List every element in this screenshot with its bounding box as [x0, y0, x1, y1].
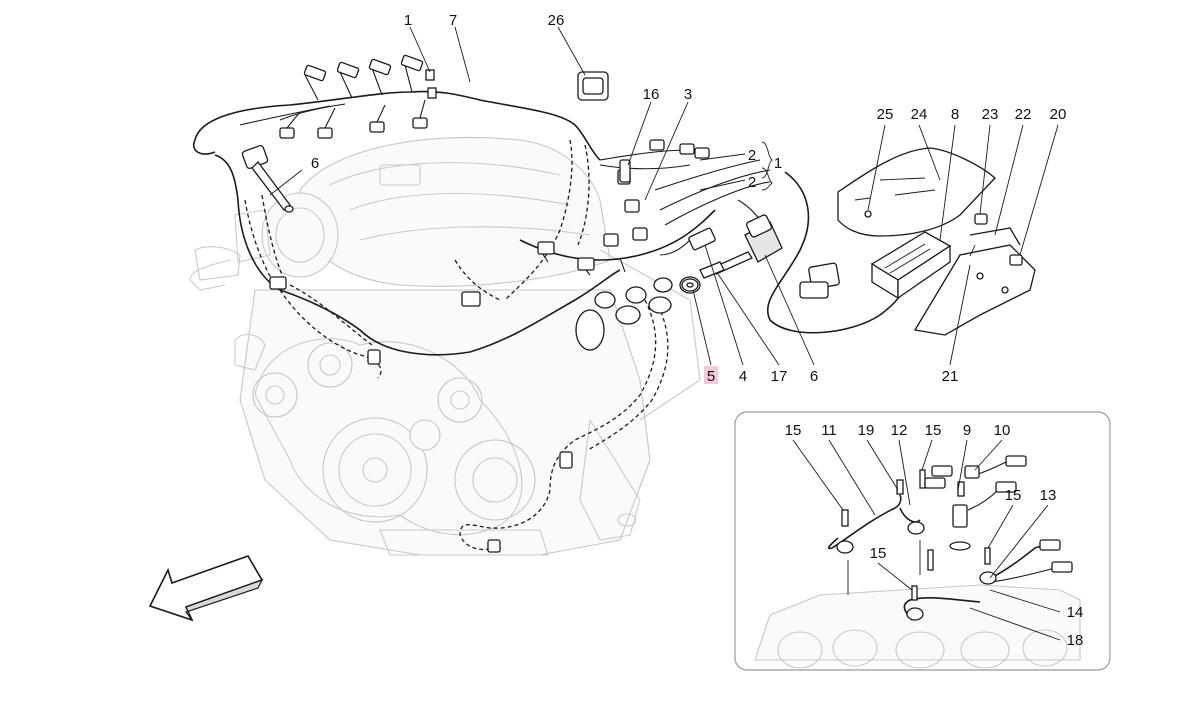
callout-16: 16 [643, 86, 660, 103]
callout-24: 24 [911, 106, 928, 123]
callout-22: 22 [1015, 106, 1032, 123]
inset-callout-19: 19 [858, 422, 875, 439]
callout-6-left: 6 [311, 155, 319, 172]
callout-6-right: 6 [810, 368, 818, 385]
inset-callout-11: 11 [821, 422, 837, 439]
callout-7: 7 [449, 12, 457, 29]
leader-lines [269, 26, 1059, 366]
front-direction-arrow-icon [148, 555, 264, 622]
engine-block-ghost [189, 136, 701, 556]
callout-8: 8 [951, 106, 959, 123]
inset-callout-labels: 15 11 19 12 15 9 10 15 13 15 14 18 [785, 422, 1084, 649]
ecu-bracket-assembly [799, 147, 1036, 336]
callout-4: 4 [739, 368, 747, 385]
callout-5: 5 [707, 368, 715, 385]
inset-panel [734, 411, 1111, 671]
callout-2-upper: 2 [748, 147, 756, 164]
callout-23: 23 [982, 106, 999, 123]
callout-5-highlight [704, 366, 718, 384]
inset-callout-15-c: 15 [1005, 487, 1022, 504]
inset-callout-13: 13 [1040, 487, 1057, 504]
callout-1-top: 1 [404, 12, 412, 29]
inset-callout-15-a: 15 [785, 422, 802, 439]
callout-26: 26 [548, 12, 565, 29]
inset-callout-18: 18 [1067, 632, 1084, 649]
main-callout-labels: 1 7 26 16 3 2 2 1 6 25 24 8 23 22 20 5 4… [311, 12, 1067, 385]
inset-callout-15-d: 15 [870, 545, 887, 562]
inset-callout-10: 10 [994, 422, 1011, 439]
callout-20: 20 [1050, 106, 1067, 123]
inset-callout-15-b: 15 [925, 422, 942, 439]
inset-callout-12: 12 [891, 422, 908, 439]
main-wiring-harness [193, 54, 903, 553]
callout-21: 21 [942, 368, 959, 385]
callout-25: 25 [877, 106, 894, 123]
callout-17: 17 [771, 368, 788, 385]
callout-3: 3 [684, 86, 692, 103]
callout-1-bracket: 1 [774, 155, 782, 172]
callout-2-lower: 2 [748, 174, 756, 191]
inset-callout-14: 14 [1067, 604, 1084, 621]
inset-callout-9: 9 [963, 422, 971, 439]
